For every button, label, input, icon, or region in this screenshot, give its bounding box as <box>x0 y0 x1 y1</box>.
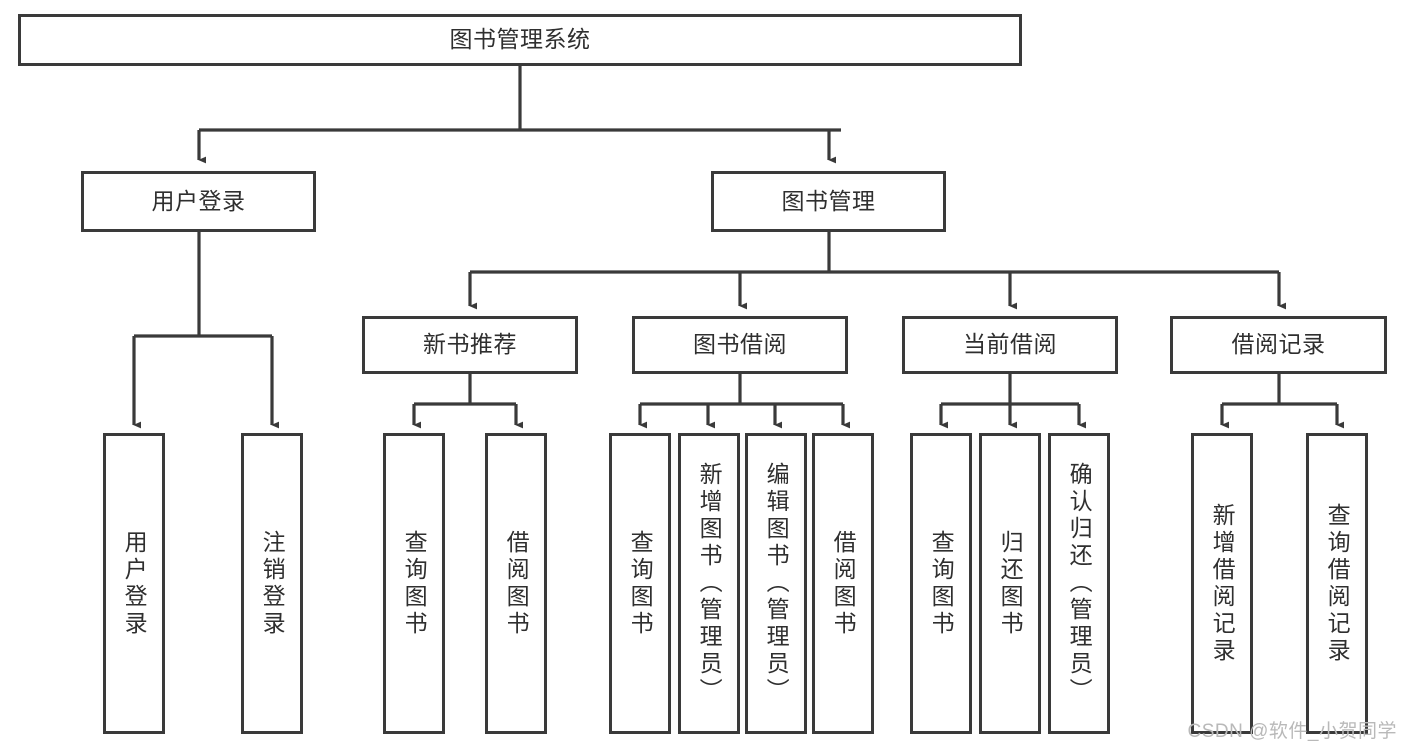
node-new-book-rec[interactable]: 新书推荐 <box>362 316 578 374</box>
node-root-label: 图书管理系统 <box>449 26 591 53</box>
node-leaf-user-login[interactable]: 用户登录 <box>103 433 165 734</box>
node-leaf-return-book-label: 归还图书 <box>997 529 1024 638</box>
node-leaf-borrow-book-2-label: 借阅图书 <box>830 529 857 638</box>
node-leaf-query-record[interactable]: 查询借阅记录 <box>1306 433 1368 734</box>
node-book-borrow[interactable]: 图书借阅 <box>632 316 848 374</box>
node-book-borrow-label: 图书借阅 <box>693 331 787 358</box>
node-leaf-query-book-3-label: 查询图书 <box>928 529 955 638</box>
node-leaf-confirm-return-label: 确认归还（管理员） <box>1066 462 1093 705</box>
node-leaf-query-book-1[interactable]: 查询图书 <box>383 433 445 734</box>
node-leaf-query-book-1-label: 查询图书 <box>401 529 428 638</box>
node-leaf-confirm-return[interactable]: 确认归还（管理员） <box>1048 433 1110 734</box>
node-user-login-label: 用户登录 <box>151 187 246 214</box>
node-leaf-return-book[interactable]: 归还图书 <box>979 433 1041 734</box>
node-current-borrow-label: 当前借阅 <box>963 331 1057 358</box>
node-borrow-record-label: 借阅记录 <box>1231 331 1326 358</box>
node-leaf-query-book-2[interactable]: 查询图书 <box>609 433 671 734</box>
node-leaf-edit-book-label: 编辑图书（管理员） <box>763 462 790 705</box>
node-borrow-record[interactable]: 借阅记录 <box>1170 316 1387 374</box>
node-leaf-logout[interactable]: 注销登录 <box>241 433 303 734</box>
node-leaf-query-book-3[interactable]: 查询图书 <box>910 433 972 734</box>
node-book-manage[interactable]: 图书管理 <box>711 171 946 232</box>
csdn-watermark: CSDN @软件_小贺同学 <box>1187 721 1397 742</box>
node-book-manage-label: 图书管理 <box>781 187 876 214</box>
node-leaf-borrow-book-1-label: 借阅图书 <box>503 529 530 638</box>
node-leaf-edit-book[interactable]: 编辑图书（管理员） <box>745 433 807 734</box>
node-current-borrow[interactable]: 当前借阅 <box>902 316 1118 374</box>
node-leaf-logout-label: 注销登录 <box>259 529 286 638</box>
node-leaf-query-book-2-label: 查询图书 <box>627 529 654 638</box>
node-leaf-add-book-label: 新增图书（管理员） <box>696 462 723 705</box>
node-user-login[interactable]: 用户登录 <box>81 171 316 232</box>
node-leaf-user-login-label: 用户登录 <box>121 529 148 638</box>
node-leaf-query-record-label: 查询借阅记录 <box>1324 502 1351 665</box>
node-leaf-add-record-label: 新增借阅记录 <box>1209 502 1236 665</box>
node-leaf-add-record[interactable]: 新增借阅记录 <box>1191 433 1253 734</box>
node-leaf-borrow-book-2[interactable]: 借阅图书 <box>812 433 874 734</box>
node-leaf-add-book[interactable]: 新增图书（管理员） <box>678 433 740 734</box>
node-leaf-borrow-book-1[interactable]: 借阅图书 <box>485 433 547 734</box>
node-new-book-rec-label: 新书推荐 <box>423 331 517 358</box>
node-root[interactable]: 图书管理系统 <box>18 14 1022 66</box>
